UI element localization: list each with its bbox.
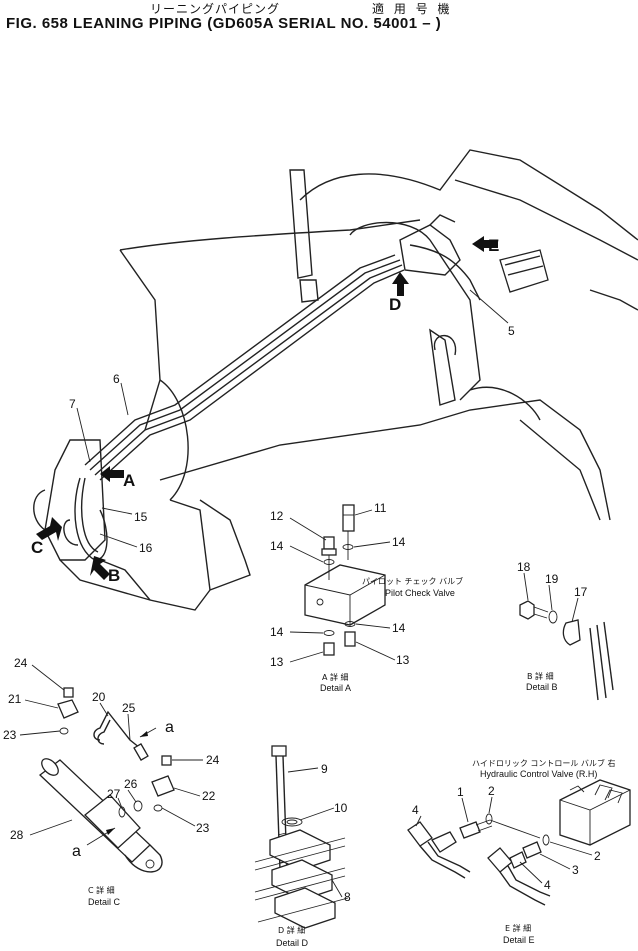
detail-c: 24 21 23 20 25 a 24 22 23 26 27 28 a C 詳… xyxy=(3,656,220,907)
main-assembly: 6 7 15 16 5 A C B D E xyxy=(31,149,638,611)
detail-b-caption-jp: B 詳 細 xyxy=(527,671,554,681)
callout-25: 25 xyxy=(122,701,136,715)
callout-18: 18 xyxy=(517,560,531,574)
callout-23-right: 23 xyxy=(196,821,210,835)
callout-21: 21 xyxy=(8,692,22,706)
callout-14-upper-right: 14 xyxy=(392,535,406,549)
pilot-check-valve-label: Pilot Check Valve xyxy=(385,588,455,598)
callout-8: 8 xyxy=(344,890,351,904)
hydraulic-valve-label-jp: ハイドロリック コントロール バルブ 右 xyxy=(472,758,615,768)
figure-title: FIG. 658 LEANING PIPING (GD605A SERIAL N… xyxy=(6,15,442,32)
callout-9: 9 xyxy=(321,762,328,776)
callout-10: 10 xyxy=(334,801,348,815)
view-arrow-e: E xyxy=(488,236,499,255)
detail-e-caption-jp: E 詳 細 xyxy=(505,923,531,933)
callout-13-left: 13 xyxy=(270,655,284,669)
callout-14-lower-right: 14 xyxy=(392,621,406,635)
callout-12: 12 xyxy=(270,509,284,523)
detail-b: 18 19 17 B 詳 細 Detail B xyxy=(517,560,614,701)
detail-a: 12 11 14 14 14 14 13 13 パイロット チェック バルブ P… xyxy=(270,501,463,693)
applicability-japanese: 適 用 号 機 xyxy=(372,2,453,16)
callout-24-left: 24 xyxy=(14,656,28,670)
view-arrow-b: B xyxy=(108,566,120,585)
callout-28: 28 xyxy=(10,828,24,842)
view-arrow-a: A xyxy=(123,471,135,490)
callout-26: 26 xyxy=(124,777,138,791)
callout-2-upper: 2 xyxy=(488,784,495,798)
detail-e: 1 2 2 3 4 4 ハイドロリック コントロール バルブ 右 Hydraul… xyxy=(407,758,631,945)
callout-20: 20 xyxy=(92,690,106,704)
detail-d-caption-jp: D 詳 細 xyxy=(278,925,305,935)
view-arrow-d: D xyxy=(389,295,401,314)
callout-a-upper: a xyxy=(165,719,174,736)
pilot-check-valve-label-jp: パイロット チェック バルブ xyxy=(362,576,463,586)
callout-11: 11 xyxy=(374,501,387,515)
callout-15: 15 xyxy=(134,510,148,524)
callout-a-lower: a xyxy=(72,843,81,860)
callout-1: 1 xyxy=(457,785,464,799)
callout-16: 16 xyxy=(139,541,153,555)
callout-6: 6 xyxy=(113,372,120,386)
callout-14-upper-left: 14 xyxy=(270,539,284,553)
callout-13-right: 13 xyxy=(396,653,410,667)
callout-3: 3 xyxy=(572,863,579,877)
view-arrow-c: C xyxy=(31,538,43,557)
detail-a-caption-jp: A 詳 細 xyxy=(322,672,349,682)
detail-a-caption: Detail A xyxy=(320,683,351,693)
callout-17: 17 xyxy=(574,585,588,599)
detail-d-caption: Detail D xyxy=(276,938,309,948)
title-japanese: リーニングパイピング xyxy=(150,2,281,16)
callout-27: 27 xyxy=(107,787,121,801)
detail-b-caption: Detail B xyxy=(526,682,558,692)
callout-2-lower: 2 xyxy=(594,849,601,863)
detail-c-caption-jp: C 詳 細 xyxy=(88,885,115,895)
callout-4-upper: 4 xyxy=(412,803,419,817)
hydraulic-valve-label: Hydraulic Control Valve (R.H) xyxy=(480,769,597,779)
callout-24-right: 24 xyxy=(206,753,220,767)
callout-19: 19 xyxy=(545,572,559,586)
detail-d: 9 10 8 D 詳 細 Detail D xyxy=(254,745,351,948)
callout-4-lower: 4 xyxy=(544,878,551,892)
callout-14-lower-left: 14 xyxy=(270,625,284,639)
detail-e-caption: Detail E xyxy=(503,935,535,945)
callout-22: 22 xyxy=(202,789,216,803)
callout-5: 5 xyxy=(508,324,515,338)
detail-c-caption: Detail C xyxy=(88,897,121,907)
callout-7: 7 xyxy=(69,397,76,411)
callout-23-left: 23 xyxy=(3,728,17,742)
